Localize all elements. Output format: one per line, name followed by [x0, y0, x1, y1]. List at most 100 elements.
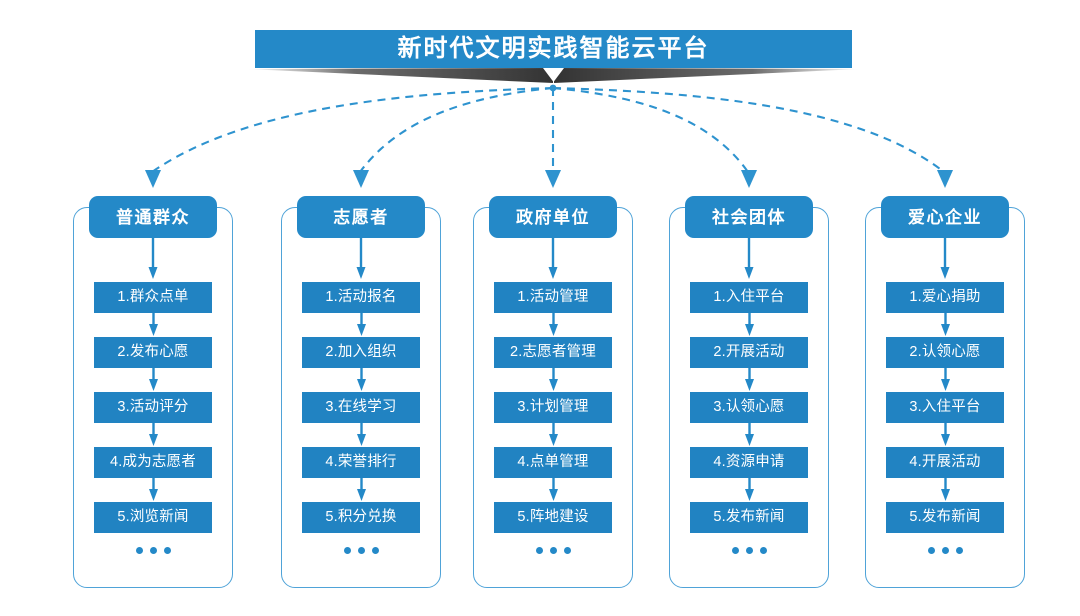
- step-label: 4.开展活动: [909, 454, 981, 471]
- step-item[interactable]: 2.志愿者管理: [494, 337, 612, 368]
- step-arrow-icon: [548, 313, 558, 337]
- step-item[interactable]: 3.在线学习: [302, 392, 420, 423]
- step-item[interactable]: 4.荣誉排行: [302, 447, 420, 478]
- column-body: 1.入住平台 2.开展活动 3.认领心愿 4.资源申请 5.发布新闻: [669, 238, 829, 588]
- ellipsis-dot: [941, 546, 949, 554]
- step-item[interactable]: 4.点单管理: [494, 447, 612, 478]
- step-item[interactable]: 2.发布心愿: [94, 337, 212, 368]
- step-item[interactable]: 5.浏览新闻: [94, 502, 212, 533]
- step-label: 5.发布新闻: [909, 509, 981, 526]
- step-item[interactable]: 5.发布新闻: [886, 502, 1004, 533]
- step-arrow-icon: [356, 313, 366, 337]
- step-item[interactable]: 1.群众点单: [94, 282, 212, 313]
- role-column-爱心企业: 爱心企业 1.爱心捐助 2.认领心愿 3.入住平台 4.开展活动 5.发布新闻: [865, 196, 1025, 588]
- ellipsis-dot: [149, 546, 157, 554]
- step-label: 5.发布新闻: [713, 509, 785, 526]
- column-header-label: 普通群众: [116, 207, 190, 227]
- step-label: 2.加入组织: [325, 344, 397, 361]
- step-label: 3.计划管理: [517, 399, 589, 416]
- step-item[interactable]: 4.资源申请: [690, 447, 808, 478]
- ellipsis-dot: [955, 546, 963, 554]
- column-header-1[interactable]: 普通群众: [89, 196, 217, 238]
- step-list: 1.群众点单 2.发布心愿 3.活动评分 4.成为志愿者 5.浏览新闻: [73, 282, 233, 563]
- step-label: 4.资源申请: [713, 454, 785, 471]
- ellipsis-dot: [745, 546, 753, 554]
- page-title: 新时代文明实践智能云平台: [397, 35, 710, 62]
- step-item[interactable]: 4.成为志愿者: [94, 447, 212, 478]
- role-column-政府单位: 政府单位 1.活动管理 2.志愿者管理 3.计划管理 4.点单管理 5.阵地建设: [473, 196, 633, 588]
- step-label: 1.群众点单: [117, 289, 189, 306]
- column-body: 1.群众点单 2.发布心愿 3.活动评分 4.成为志愿者 5.浏览新闻: [73, 238, 233, 588]
- step-arrow-icon: [548, 368, 558, 392]
- step-item[interactable]: 1.活动管理: [494, 282, 612, 313]
- step-item[interactable]: 2.认领心愿: [886, 337, 1004, 368]
- column-header-4[interactable]: 社会团体: [685, 196, 813, 238]
- more-items-ellipsis[interactable]: [669, 537, 829, 563]
- ellipsis-dot: [759, 546, 767, 554]
- step-arrow-icon: [744, 368, 754, 392]
- step-label: 2.志愿者管理: [510, 344, 596, 361]
- column-header-label: 政府单位: [516, 207, 590, 227]
- step-arrow-icon: [548, 478, 558, 502]
- column-header-3[interactable]: 政府单位: [489, 196, 617, 238]
- role-column-社会团体: 社会团体 1.入住平台 2.开展活动 3.认领心愿 4.资源申请 5.发布新闻: [669, 196, 829, 588]
- step-item[interactable]: 3.计划管理: [494, 392, 612, 423]
- ellipsis-dot: [563, 546, 571, 554]
- step-label: 3.认领心愿: [713, 399, 785, 416]
- ellipsis-dot: [357, 546, 365, 554]
- step-item[interactable]: 2.加入组织: [302, 337, 420, 368]
- step-label: 1.入住平台: [713, 289, 785, 306]
- step-arrow-icon: [148, 368, 158, 392]
- ellipsis-dot: [927, 546, 935, 554]
- step-label: 4.点单管理: [517, 454, 589, 471]
- more-items-ellipsis[interactable]: [281, 537, 441, 563]
- platform-banner: 新时代文明实践智能云平台: [255, 30, 852, 68]
- step-item[interactable]: 3.认领心愿: [690, 392, 808, 423]
- more-items-ellipsis[interactable]: [73, 537, 233, 563]
- ellipsis-dot: [343, 546, 351, 554]
- step-item[interactable]: 1.爱心捐助: [886, 282, 1004, 313]
- ellipsis-dot: [731, 546, 739, 554]
- ellipsis-dot: [535, 546, 543, 554]
- step-arrow-icon: [940, 368, 950, 392]
- step-label: 1.活动管理: [517, 289, 589, 306]
- step-item[interactable]: 3.入住平台: [886, 392, 1004, 423]
- header-to-step-arrow: [940, 238, 950, 280]
- more-items-ellipsis[interactable]: [865, 537, 1025, 563]
- step-label: 4.成为志愿者: [110, 454, 196, 471]
- header-to-step-arrow: [356, 238, 366, 280]
- column-body: 1.活动报名 2.加入组织 3.在线学习 4.荣誉排行 5.积分兑换: [281, 238, 441, 588]
- step-label: 3.在线学习: [325, 399, 397, 416]
- step-arrow-icon: [940, 313, 950, 337]
- column-header-label: 志愿者: [333, 207, 389, 227]
- more-items-ellipsis[interactable]: [473, 537, 633, 563]
- step-arrow-icon: [148, 313, 158, 337]
- step-list: 1.活动管理 2.志愿者管理 3.计划管理 4.点单管理 5.阵地建设: [473, 282, 633, 563]
- step-item[interactable]: 5.阵地建设: [494, 502, 612, 533]
- step-item[interactable]: 5.发布新闻: [690, 502, 808, 533]
- step-label: 1.活动报名: [325, 289, 397, 306]
- step-arrow-icon: [940, 478, 950, 502]
- ellipsis-dot: [163, 546, 171, 554]
- step-arrow-icon: [356, 368, 366, 392]
- step-label: 5.阵地建设: [517, 509, 589, 526]
- column-body: 1.爱心捐助 2.认领心愿 3.入住平台 4.开展活动 5.发布新闻: [865, 238, 1025, 588]
- step-label: 2.认领心愿: [909, 344, 981, 361]
- step-arrow-icon: [148, 478, 158, 502]
- step-item[interactable]: 2.开展活动: [690, 337, 808, 368]
- step-item[interactable]: 1.入住平台: [690, 282, 808, 313]
- step-item[interactable]: 4.开展活动: [886, 447, 1004, 478]
- step-arrow-icon: [744, 478, 754, 502]
- step-arrow-icon: [744, 313, 754, 337]
- step-list: 1.爱心捐助 2.认领心愿 3.入住平台 4.开展活动 5.发布新闻: [865, 282, 1025, 563]
- column-header-2[interactable]: 志愿者: [297, 196, 425, 238]
- step-arrow-icon: [744, 423, 754, 447]
- step-item[interactable]: 1.活动报名: [302, 282, 420, 313]
- column-header-5[interactable]: 爱心企业: [881, 196, 1009, 238]
- role-column-普通群众: 普通群众 1.群众点单 2.发布心愿 3.活动评分 4.成为志愿者 5.浏览新闻: [73, 196, 233, 588]
- step-arrow-icon: [148, 423, 158, 447]
- step-label: 1.爱心捐助: [909, 289, 981, 306]
- step-item[interactable]: 5.积分兑换: [302, 502, 420, 533]
- step-item[interactable]: 3.活动评分: [94, 392, 212, 423]
